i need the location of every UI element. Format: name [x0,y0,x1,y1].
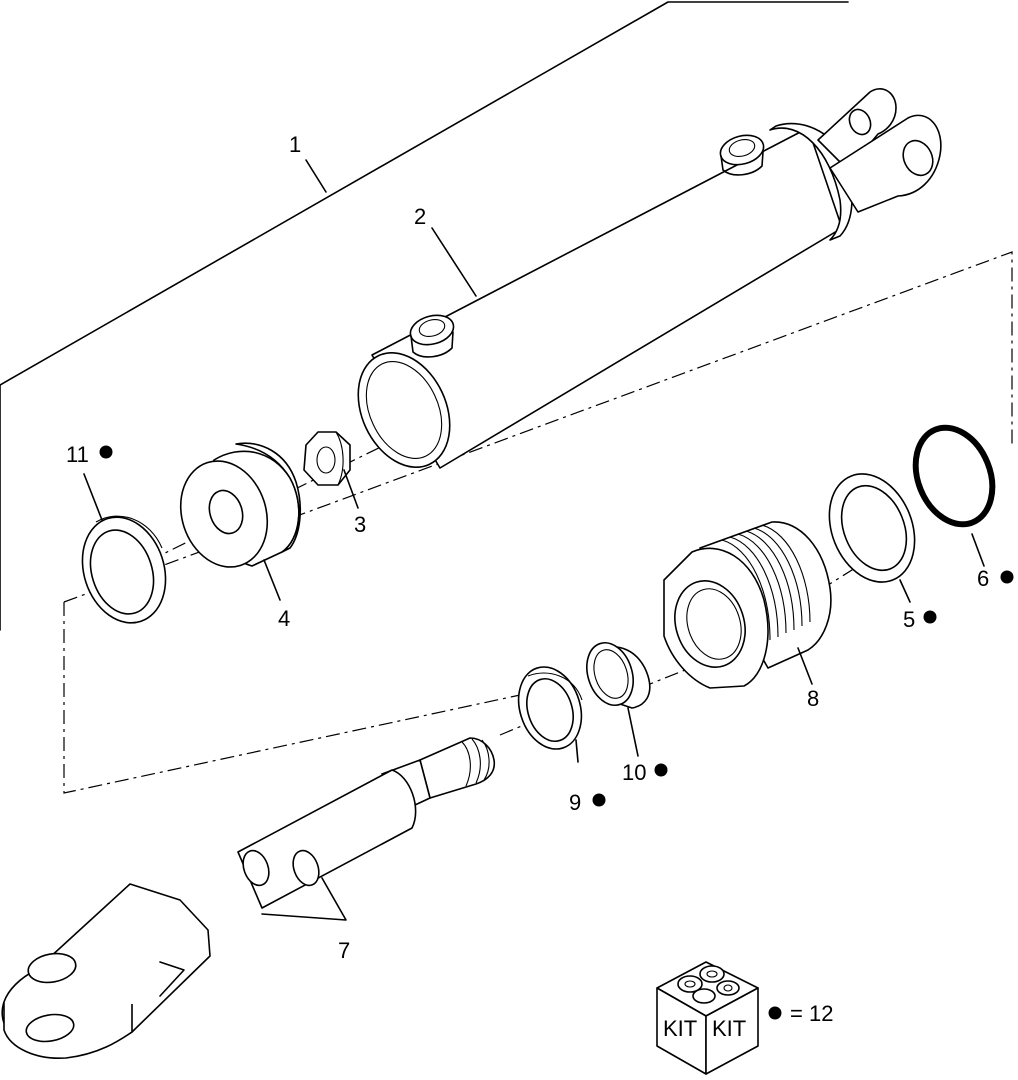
callout-1: 1 [289,132,301,157]
kit-dot-10 [654,763,668,777]
callout-6: 6 [977,566,989,591]
gland-thread-lines [721,524,811,641]
callout-10: 10 [622,760,646,785]
port-fitting-rear [719,134,765,176]
leader-lines [83,159,985,921]
kit-dot-5 [923,610,937,624]
assembly-bracket [0,1,849,631]
kit-legend-dot [768,1006,782,1020]
o-ring [912,424,996,528]
kit-legend: KIT KIT = 12 [656,961,833,1075]
port-fitting-front [409,314,455,358]
kit-dot-9 [592,793,606,807]
callout-7: 7 [338,938,350,963]
wiper [586,642,651,709]
kit-box-icon: KIT KIT [656,961,759,1075]
kit-box-label-right: KIT [712,1016,746,1041]
callout-8: 8 [807,686,819,711]
kit-legend-text: = 12 [790,1001,833,1026]
callout-3: 3 [354,512,366,537]
gland-head [663,521,832,689]
piston-rod [1,737,496,1059]
kit-marker-dots [99,445,1014,807]
kit-box-label-left: KIT [663,1016,697,1041]
callout-labels: 1 2 3 4 5 6 7 8 9 10 11 [66,132,989,963]
callout-9: 9 [569,790,581,815]
kit-dot-11 [99,445,113,459]
cylinder-barrel [357,88,942,469]
rod-seal [517,666,583,750]
piston [179,442,302,568]
backup-ring [828,473,916,583]
callout-2: 2 [414,204,426,229]
callout-4: 4 [278,606,290,631]
nut [303,431,351,486]
callout-11: 11 [66,442,89,467]
kit-dot-6 [1000,570,1014,584]
callout-5: 5 [903,607,915,632]
piston-seal [81,515,167,624]
